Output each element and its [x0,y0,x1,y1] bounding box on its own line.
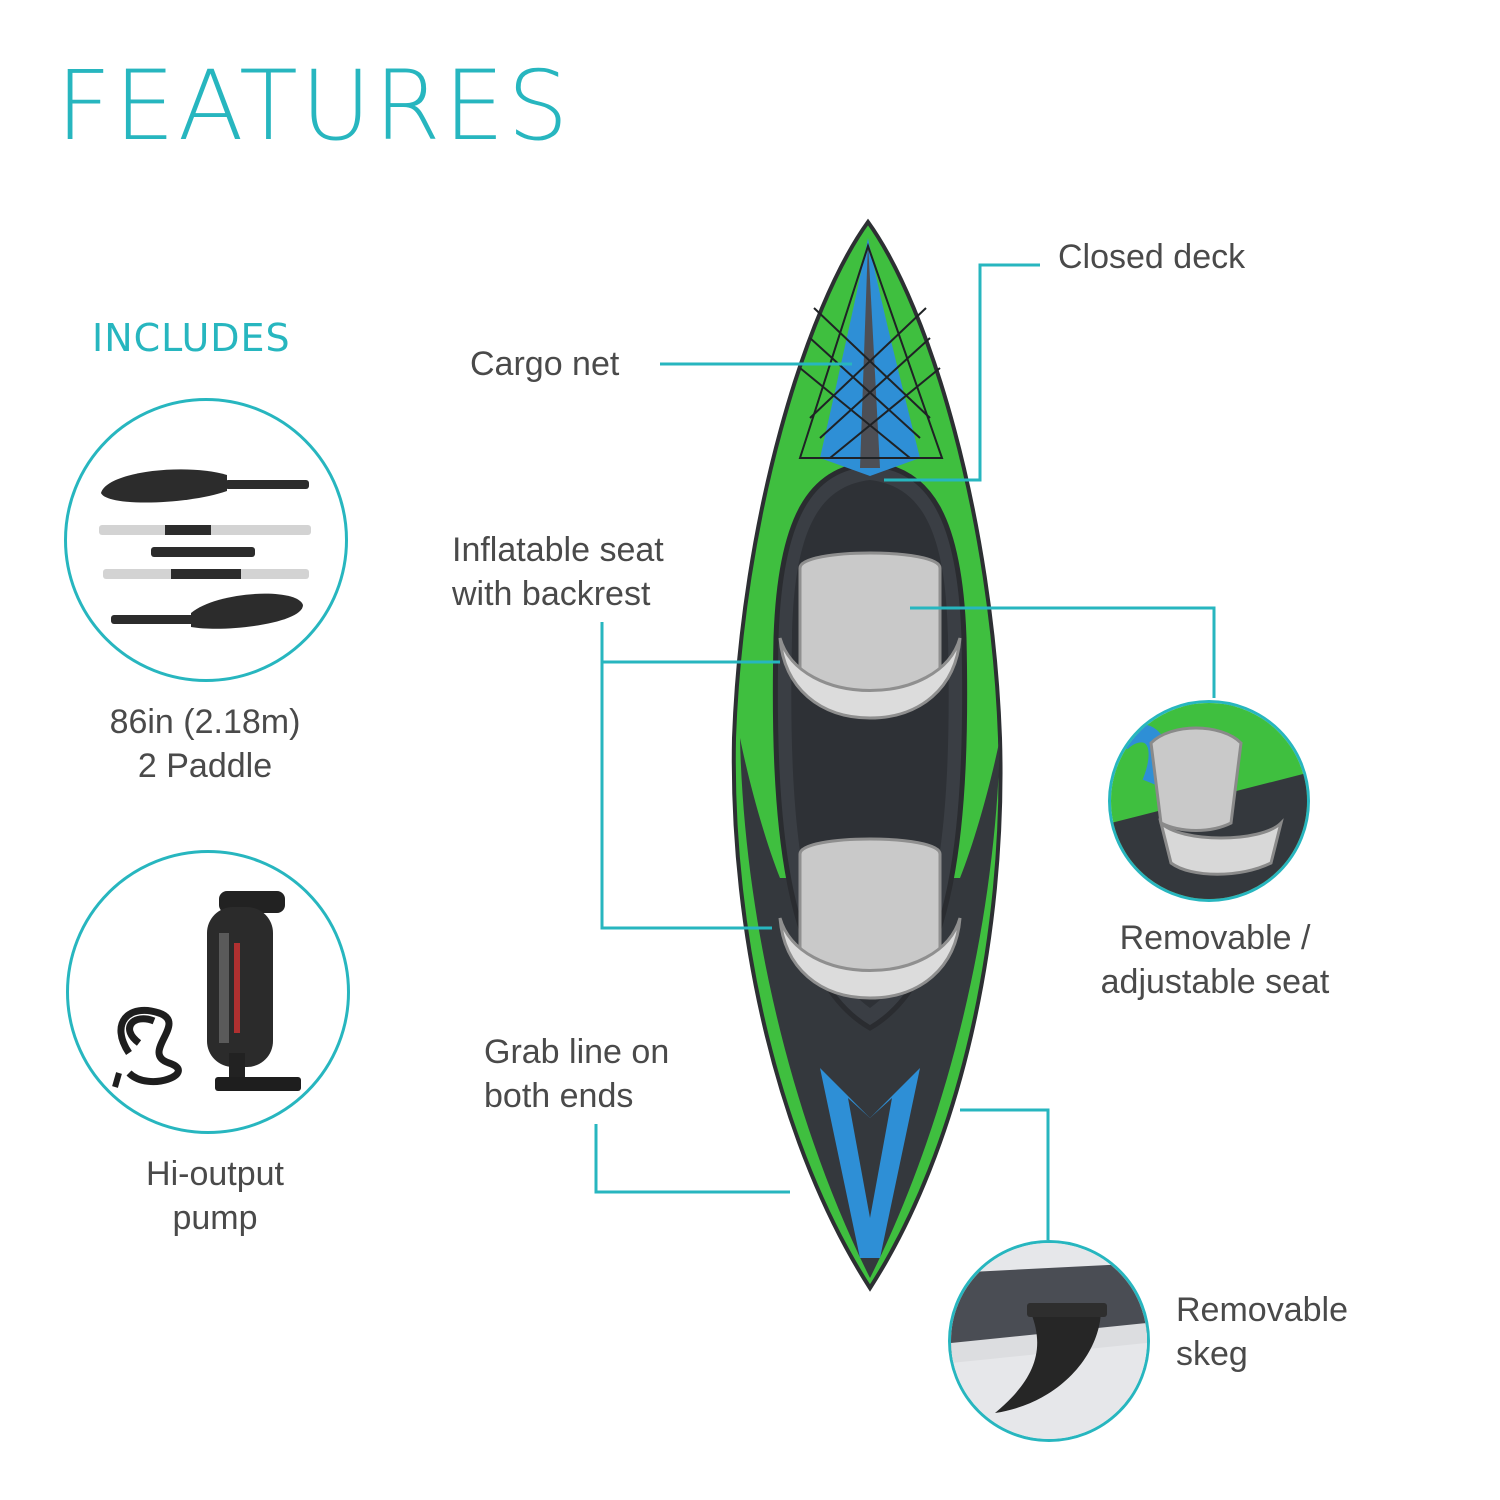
label-inflatable-seat: Inflatable seat with backrest [452,531,664,613]
pump-caption: Hi-output pump [146,1155,284,1237]
paddle-caption: 86in (2.18m) 2 Paddle [109,703,301,785]
pump-image [66,850,350,1134]
page-title: FEATURES [56,50,572,162]
label-grab-line: Grab line on both ends [484,1033,670,1115]
paddle-icon [99,469,311,629]
paddle-image [64,398,348,682]
skeg-detail-image [948,1240,1150,1442]
kayak-image [731,218,1003,1292]
includes-heading: INCLUDES [92,316,291,360]
label-closed-deck: Closed deck [1058,238,1246,276]
label-removable-skeg: Removable skeg [1176,1291,1348,1373]
label-cargo-net: Cargo net [470,345,620,383]
pump-icon [112,891,301,1091]
label-removable-seat: Removable / adjustable seat [1100,919,1330,1001]
seat-detail-image [1108,700,1310,902]
